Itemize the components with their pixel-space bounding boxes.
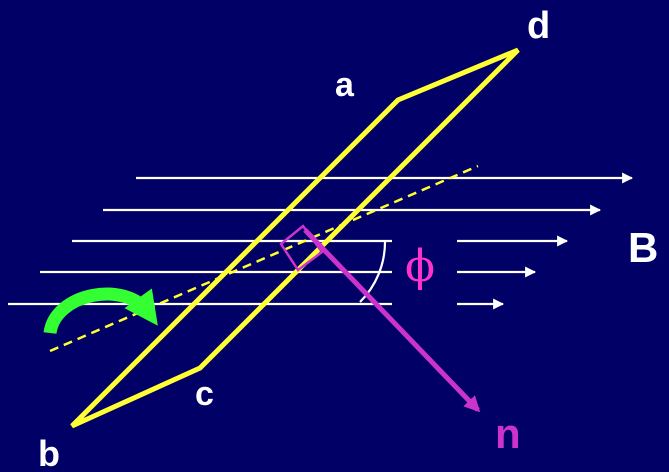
rotation-axis: [49, 164, 479, 353]
vertex-label-a: a: [335, 66, 355, 104]
curved-arrow-icon: [43, 287, 158, 335]
vertex-label-b: b: [38, 433, 60, 472]
vertex-label-c: c: [195, 375, 214, 413]
normal-label-n: n: [495, 410, 521, 457]
angle-arc: [359, 240, 387, 303]
coil-loop: [70, 47, 520, 429]
normal-vector: [303, 228, 481, 413]
angle-label-phi: ϕ: [405, 241, 435, 292]
field-label-b: B: [628, 224, 658, 271]
vertex-label-d: d: [527, 5, 550, 47]
right-angle-marker: [279, 224, 324, 272]
